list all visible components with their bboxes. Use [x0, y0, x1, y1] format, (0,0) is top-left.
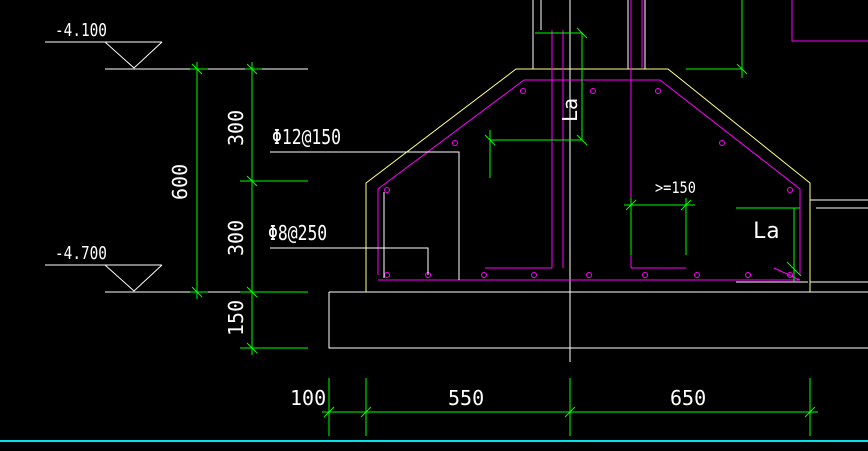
dimension-label-100: 100: [290, 386, 326, 410]
rebar-bar-dots: [384, 88, 793, 278]
dimension-label-150-bottom: 150: [224, 300, 248, 336]
anchorage-dimension-vertical: [484, 27, 588, 178]
rebar-leaders: [270, 151, 460, 280]
spacing-dimension: [624, 198, 695, 255]
anchorage-dimension-right: [736, 207, 802, 282]
dimension-label-600: 600: [168, 164, 192, 200]
elevation-label-lower: -4.700: [55, 242, 107, 263]
dimension-label-550: 550: [448, 386, 484, 410]
anchorage-dimension-top-right: [686, 0, 748, 78]
elevation-marker-lower: -4.700: [45, 242, 308, 293]
upper-wall-magenta: [791, 0, 868, 42]
spacing-label: >=150: [655, 179, 696, 197]
anchorage-label-right: La: [753, 219, 780, 244]
horizontal-dimension-chain: [322, 378, 818, 436]
anchorage-label-vertical: La: [558, 98, 582, 122]
rebar-label-bottom: Φ8@250: [268, 223, 327, 246]
dimension-label-650: 650: [670, 386, 706, 410]
vertical-dimension-chain: [240, 62, 308, 355]
vertical-dimension-total: [190, 62, 208, 299]
rebar-cage: [377, 0, 801, 281]
foundation-outline: [328, 0, 868, 362]
elevation-marker-upper: -4.100: [45, 19, 308, 70]
dimension-label-300-upper: 300: [224, 110, 248, 146]
dimension-label-300-lower: 300: [224, 220, 248, 256]
rebar-label-top: Φ12@150: [272, 127, 341, 150]
elevation-label-upper: -4.100: [55, 19, 107, 40]
